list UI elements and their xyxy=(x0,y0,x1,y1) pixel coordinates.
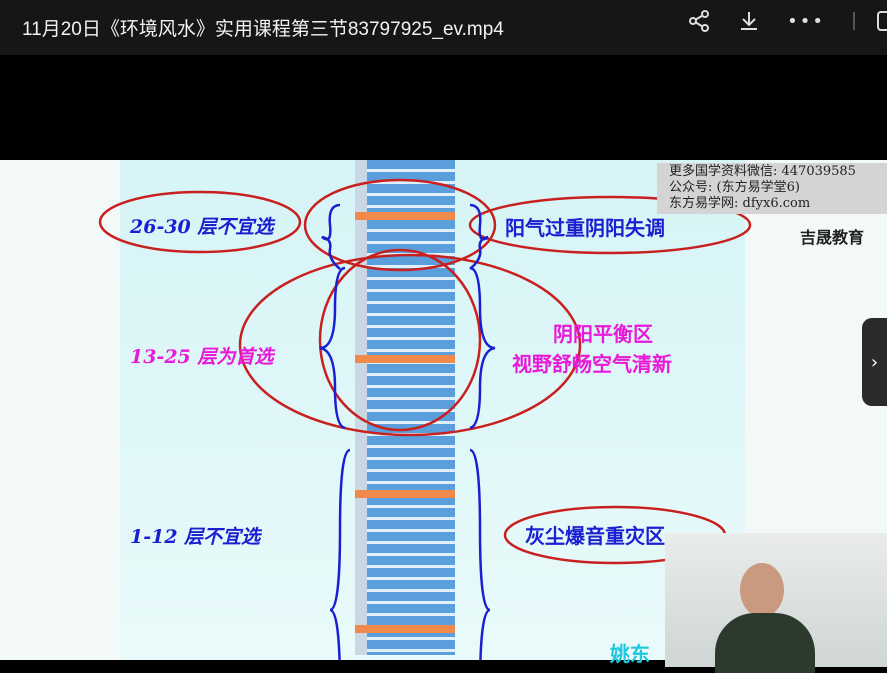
next-arrow-button[interactable]: › xyxy=(862,318,887,406)
presenter-body xyxy=(715,613,815,673)
share-icon[interactable] xyxy=(687,9,711,33)
watermark-line: 东方易学网: dfyx6.com xyxy=(669,196,811,211)
webcam-overlay xyxy=(665,533,887,673)
video-title: 11月20日《环境风水》实用课程第三节83797925_ev.mp4 xyxy=(22,19,504,40)
watermark-line: 更多国学资料微信: 447039585 xyxy=(669,164,856,179)
window-icon[interactable] xyxy=(877,11,887,31)
desc-top: 阳气过重阴阳失调 xyxy=(505,216,665,240)
title-bar: 11月20日《环境风水》实用课程第三节83797925_ev.mp4 ••• xyxy=(0,0,887,55)
presenter xyxy=(740,563,784,617)
watermark-line: 公众号: (东方易学堂6) xyxy=(669,180,800,195)
label-1-12: 1-12 层不宜选 xyxy=(130,526,261,548)
watermark: 更多国学资料微信: 447039585 公众号: (东方易学堂6) 东方易学网:… xyxy=(657,163,887,214)
annotation-scribbles xyxy=(98,178,752,660)
chevron-right-icon: › xyxy=(870,351,879,373)
building-illustration xyxy=(355,160,455,655)
label-26-30: 26-30 层不宜选 xyxy=(130,216,274,238)
floor-band xyxy=(355,355,455,363)
desc-mid-2: 视野舒畅空气清新 xyxy=(512,352,672,376)
desc-bottom: 灰尘爆音重灾区 xyxy=(525,524,665,548)
footer-text: 姚东 xyxy=(610,642,650,666)
label-13-25: 13-25 层为首选 xyxy=(130,346,274,368)
floor-band xyxy=(355,490,455,498)
download-icon[interactable] xyxy=(737,9,761,33)
more-icon[interactable]: ••• xyxy=(787,10,825,32)
logo: 吉晟教育 xyxy=(800,228,865,247)
floor-band xyxy=(355,625,455,633)
floor-band xyxy=(355,212,455,220)
divider xyxy=(853,12,855,30)
desc-mid-1: 阴阳平衡区 xyxy=(553,322,653,346)
video-frame[interactable]: 26-30 层不宜选 13-25 层为首选 1-12 层不宜选 阳气过重阴阳失调… xyxy=(0,160,887,666)
